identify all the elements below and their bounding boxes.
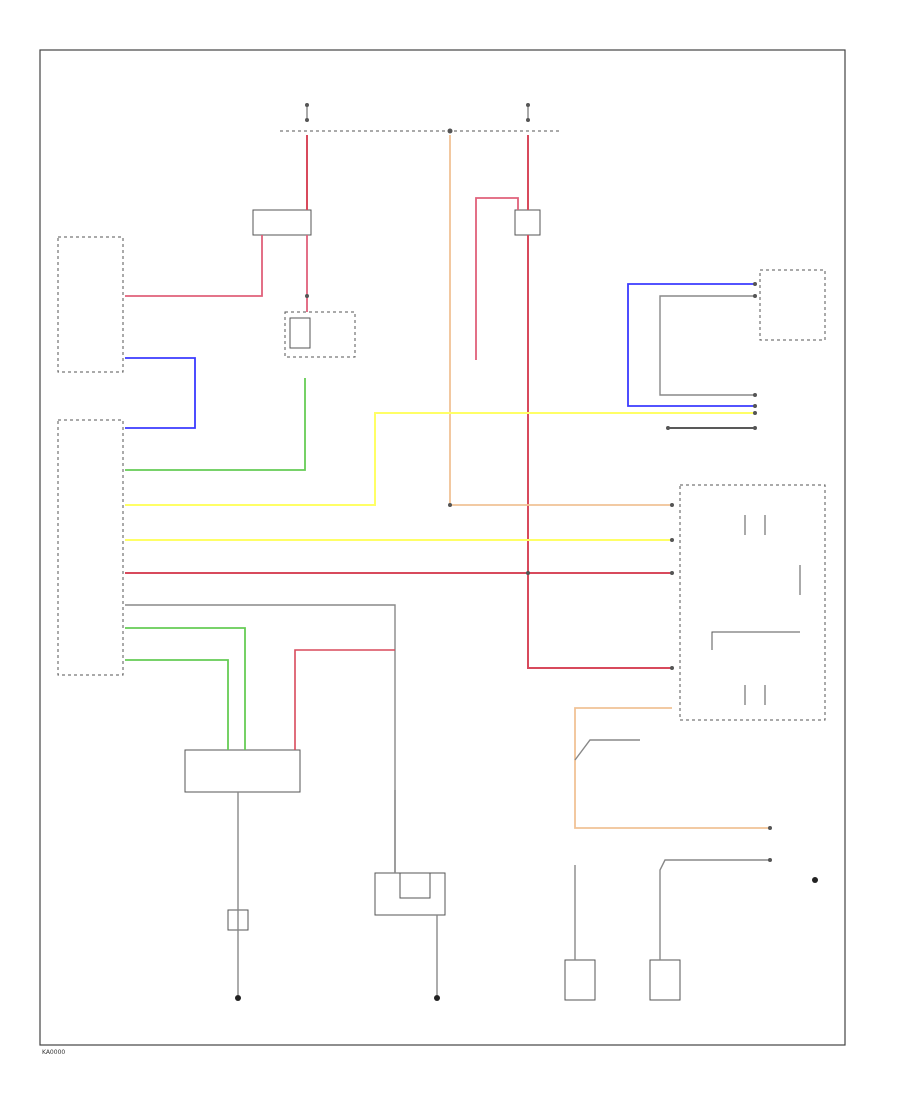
ground-symbol-center	[434, 995, 440, 1001]
control-unit	[57, 419, 124, 676]
wire-gray-unit-down	[125, 604, 396, 873]
bottom-switch-center-inner	[399, 872, 431, 899]
cluster-switch-contacts	[711, 515, 801, 705]
wire-orange-bottom-right	[574, 707, 770, 829]
footer-code: KA0000	[42, 1049, 65, 1056]
bottom-switch-right-b	[649, 959, 681, 1001]
wire-yellow-top	[125, 412, 755, 506]
fuse-left	[305, 103, 309, 122]
bottom-switch-center	[374, 872, 446, 916]
wire-red-right-down	[527, 235, 672, 669]
switch-module-center	[284, 311, 356, 358]
wire-green-low	[125, 659, 229, 750]
wire-green-top	[125, 378, 306, 471]
wire-pink-right-loop	[475, 197, 519, 360]
wire-red-to-switch	[294, 649, 395, 750]
wire-gray-right-loop	[659, 295, 755, 396]
fuse-right	[526, 103, 530, 122]
instrument-cluster	[679, 484, 826, 721]
bottom-switch-right-a	[564, 959, 596, 1001]
connector-block-left	[252, 209, 312, 236]
splice-top	[447, 128, 453, 134]
wire-pink-to-sensor	[125, 235, 263, 297]
splice-dots	[305, 282, 772, 862]
switch-inner-box	[289, 317, 311, 349]
wire-blue-right-loop	[627, 283, 755, 407]
wire-blue-sensor-loop	[125, 357, 196, 429]
ground-symbol-left	[235, 995, 241, 1001]
wire-gray-right-b	[659, 859, 770, 960]
connector-block-right	[514, 209, 541, 236]
ground-symbol-right	[812, 877, 818, 883]
left-sensor-component	[57, 236, 124, 373]
wire-orange-main	[449, 135, 672, 506]
bottom-switch-left	[184, 749, 301, 793]
right-switch-module	[759, 269, 826, 341]
wire-green-mid	[125, 627, 246, 750]
diagram-border	[39, 49, 846, 1046]
wire-gray-to-switch	[574, 739, 640, 761]
